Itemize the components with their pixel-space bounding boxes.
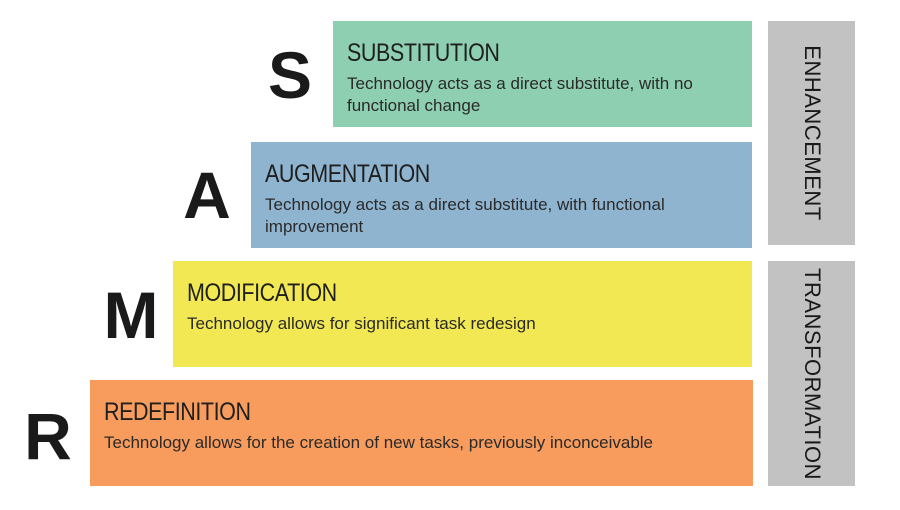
- letter-r: R: [24, 399, 72, 473]
- letter-a: A: [183, 158, 231, 232]
- level-description-redefinition: Technology allows for the creation of ne…: [104, 433, 654, 452]
- level-description-augmentation: Technology acts as a direct substitute, …: [265, 195, 665, 236]
- phase-label-enhancement: ENHANCEMENT: [799, 45, 825, 221]
- phase-transformation: TRANSFORMATION: [768, 261, 855, 486]
- letter-s: S: [267, 38, 313, 112]
- letter-m: M: [103, 278, 159, 352]
- level-augmentation: AUGMENTATION Technology acts as a direct…: [251, 142, 752, 248]
- level-description-modification: Technology allows for significant task r…: [187, 314, 536, 333]
- level-redefinition: REDEFINITION Technology allows for the c…: [90, 380, 753, 486]
- level-title-modification: MODIFICATION: [187, 279, 337, 307]
- level-title-redefinition: REDEFINITION: [104, 398, 251, 426]
- level-modification: MODIFICATION Technology allows for signi…: [173, 261, 752, 367]
- level-title-substitution: SUBSTITUTION: [347, 39, 500, 67]
- phase-enhancement: ENHANCEMENT: [768, 21, 855, 245]
- phase-label-transformation: TRANSFORMATION: [799, 267, 825, 480]
- level-title-augmentation: AUGMENTATION: [265, 160, 430, 188]
- level-description-substitution: Technology acts as a direct substitute, …: [347, 74, 693, 115]
- level-substitution: SUBSTITUTION Technology acts as a direct…: [333, 21, 752, 127]
